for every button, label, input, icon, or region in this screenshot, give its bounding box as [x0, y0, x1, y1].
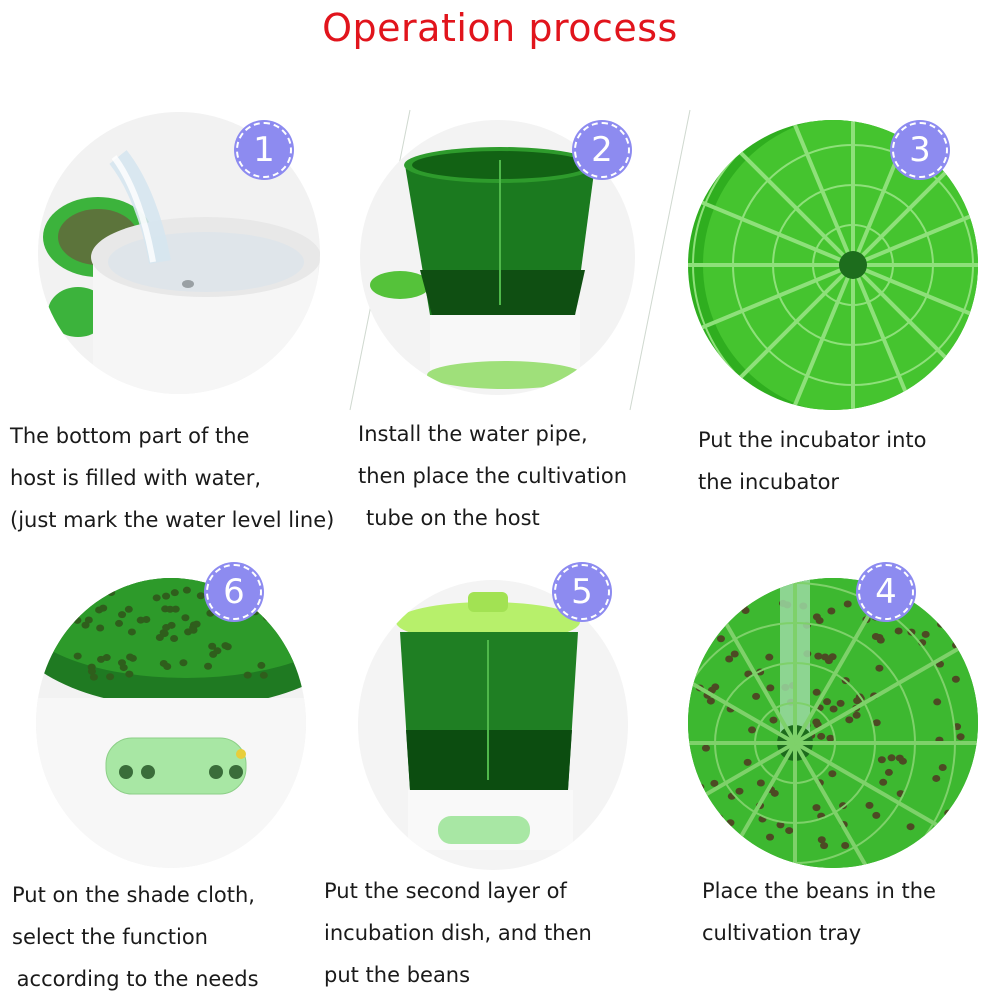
step-6-badge: 6 — [206, 564, 262, 620]
caption-line: the incubator — [698, 470, 840, 494]
step-3-photo — [688, 120, 978, 410]
step-4-photo — [688, 578, 978, 868]
caption-line: then place the cultivation — [358, 464, 628, 488]
caption-line: (just mark the water level line) — [10, 508, 335, 532]
step-4-badge: 4 — [858, 564, 914, 620]
step-2-badge: 2 — [574, 122, 630, 178]
step-3-badge: 3 — [892, 122, 948, 178]
step-5-photo — [358, 580, 628, 870]
caption-line: Place the beans in the — [702, 879, 936, 903]
caption-line: Put the second layer of — [324, 879, 567, 903]
divider-line — [629, 109, 691, 411]
caption-line: according to the needs — [10, 967, 259, 991]
caption-line: tube on the host — [366, 506, 540, 530]
caption-line: select the function — [12, 925, 208, 949]
step-2-photo — [360, 120, 635, 395]
caption-line: Put the incubator into — [698, 428, 927, 452]
caption-line: host is filled with water, — [10, 466, 262, 490]
caption-line: cultivation tray — [702, 921, 862, 945]
page-title: Operation process — [322, 6, 678, 50]
caption-line: The bottom part of the — [10, 424, 250, 448]
caption-line: incubation dish, and then — [324, 921, 592, 945]
caption-line: Put on the shade cloth, — [12, 883, 255, 907]
caption-line: Install the water pipe, — [358, 422, 588, 446]
step-5-badge: 5 — [554, 564, 610, 620]
step-1-badge: 1 — [236, 122, 292, 178]
caption-line: put the beans — [324, 963, 471, 987]
step-6-photo — [36, 578, 306, 868]
